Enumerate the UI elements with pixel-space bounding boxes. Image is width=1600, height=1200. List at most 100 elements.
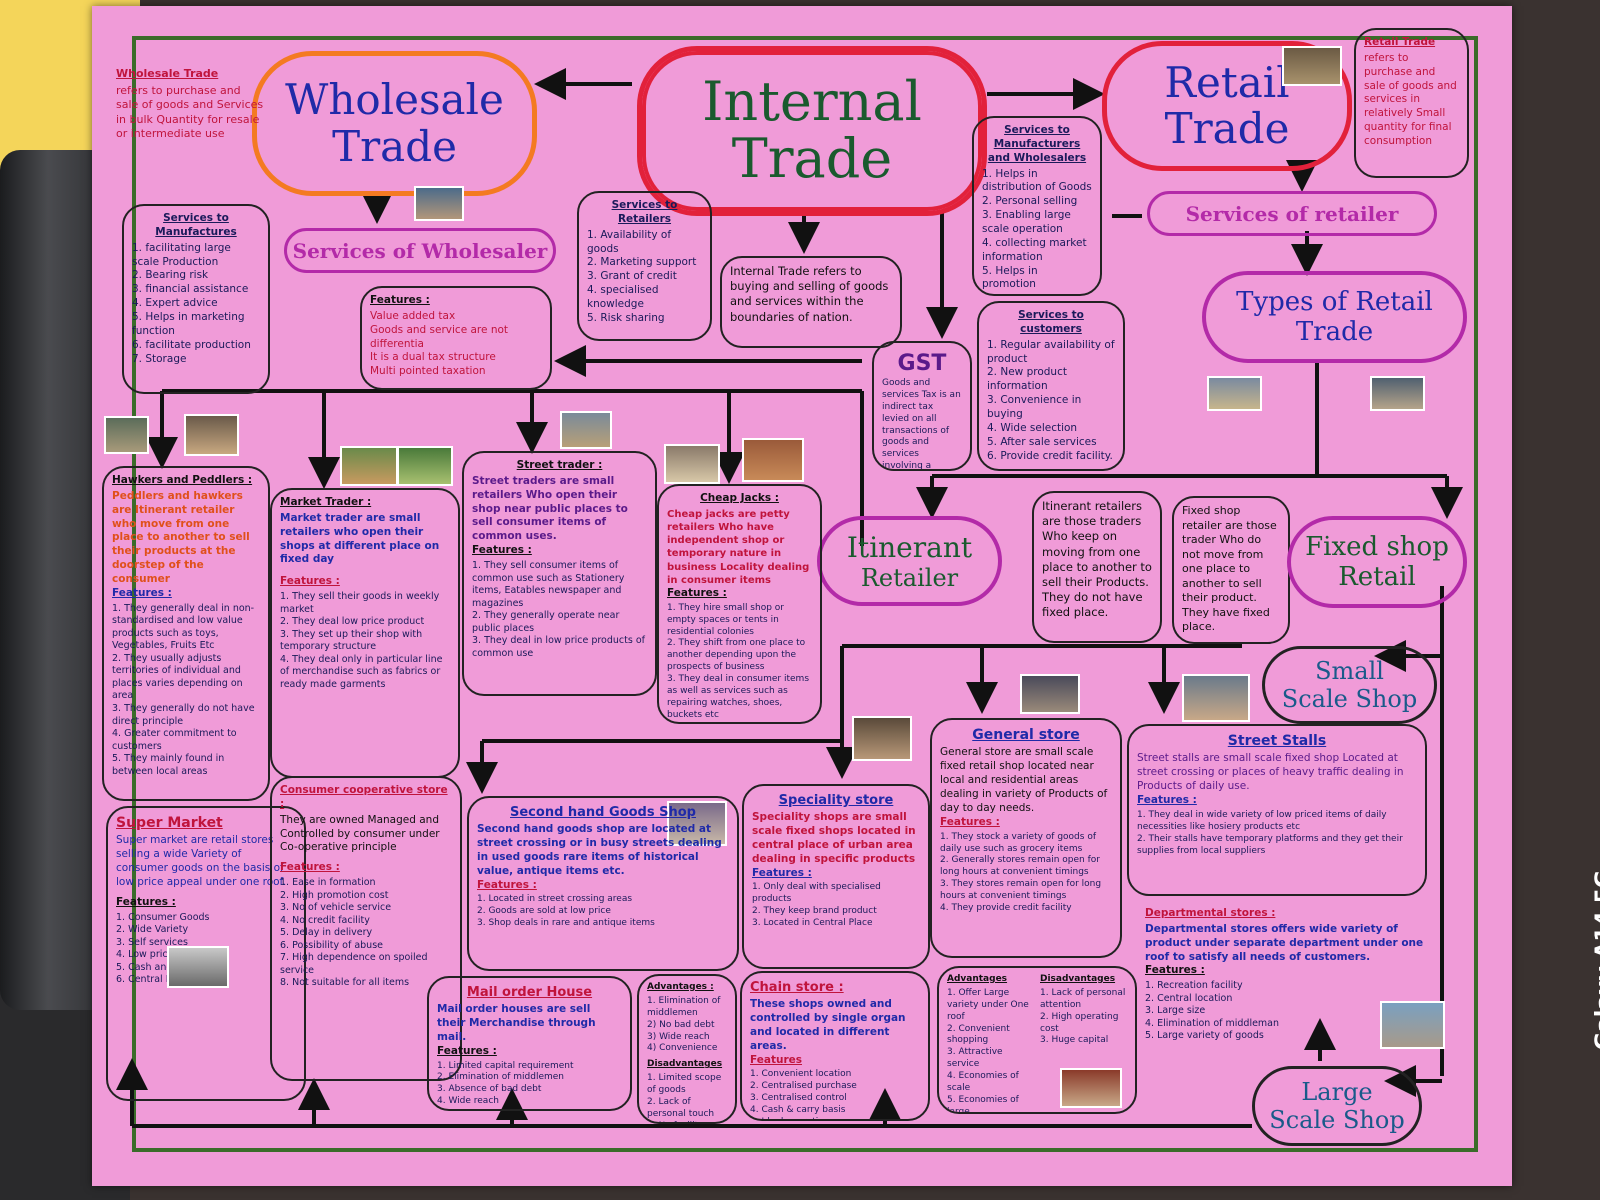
list-item: 4. Expert advice (132, 297, 218, 310)
general-photo (1020, 674, 1080, 714)
list-item: 5. Delay in delivery (280, 927, 373, 939)
list-item: 4. They deal only in particular line of … (280, 653, 443, 690)
list-item: 2. Generally stores remain open for long… (940, 855, 1101, 878)
cheap-def: Cheap jacks are petty retailers Who have… (667, 508, 810, 586)
list-item: 6. Central Location (116, 974, 206, 986)
cheap-features-title: Features : (667, 586, 727, 599)
market-photo-1 (340, 446, 398, 486)
list-item: Goods and service are not differentia (370, 323, 509, 350)
maildis-title: Disadvantages (647, 1059, 723, 1070)
list-item: 4. Elimination of middleman (1145, 1017, 1280, 1029)
list-item: 1. Limited capital requirement (437, 1060, 574, 1071)
list-item: 3. Located in Central Place (752, 918, 873, 929)
list-item: 3. They deal in consumer items as well a… (667, 674, 810, 720)
list-item: 4. Economies of scale (947, 1071, 1019, 1093)
gst-title: GST (897, 351, 947, 376)
fixed-line2: Retail (1338, 562, 1416, 592)
list-item: 5. Helps in marketing function (132, 311, 245, 337)
mail-title: Mail order House (466, 985, 593, 1000)
wholesale-def-text: refers to purchase and sale of goods and… (116, 83, 264, 141)
itinerant-line1: Itinerant (846, 530, 973, 564)
retail-definition: Retail Trade refers to purchase and sale… (1354, 28, 1469, 178)
services-to-retailers: Services to Retailers 1. Availability of… (577, 191, 712, 341)
chain-title: Chain store : (750, 980, 844, 995)
list-item: 7. Storage (132, 352, 187, 365)
list-item: It is a dual tax structure (370, 351, 496, 364)
list-item: 6. Possibility of abuse (280, 939, 383, 951)
street-title: Street trader : (516, 459, 603, 471)
list-item: 5. Helps in promotion (982, 264, 1038, 291)
list-item: 4. specialised knowledge (587, 284, 659, 311)
list-item: 1. Convenient location (750, 1069, 852, 1080)
internal-trade-line1: Internal (702, 70, 922, 134)
chain-adv-disadv: Advantages 1. Offer Large variety under … (937, 966, 1137, 1114)
list-item: 3. Centralised control (750, 1093, 847, 1104)
list-item: 2. Central location (1145, 992, 1233, 1004)
stall-photo (1182, 674, 1250, 722)
small-line2: Scale Shop (1281, 685, 1418, 713)
general-list: 1. They stock a variety of goods of dail… (940, 832, 1112, 915)
list-item: 3. They deal in low price products of co… (472, 635, 645, 659)
fixed-shop-definition: Fixed shop retailer are those trader Who… (1172, 496, 1290, 644)
list-item: 2. High operating cost (1040, 1011, 1119, 1034)
gst-box: GST Goods and services Tax is an indirec… (872, 341, 972, 471)
stalls-features-title: Features : (1137, 794, 1197, 807)
services-to-manufacturers-wholesalers: Services to Manufacturers and Wholesaler… (972, 116, 1102, 296)
services-of-wholesaler: Services of Wholesaler (284, 228, 556, 273)
secondhand-photo (667, 801, 727, 846)
large-scale-shop: Large Scale Shop (1252, 1066, 1422, 1146)
speciality-title: Speciality store (778, 793, 894, 808)
street-trader: Street trader : Street traders are small… (462, 451, 657, 696)
list-item: 2) No bad debt (647, 1019, 715, 1030)
list-item: 3. Convenience in buying (987, 394, 1082, 421)
secondhand-features-title: Features : (477, 878, 537, 891)
super-features-title: Features : (116, 895, 176, 908)
list-item: 2. They deal low price product (280, 616, 425, 628)
street-stalls: Street Stalls Street stalls are small sc… (1127, 724, 1427, 896)
speciality-def: Speciality shops are small scale fixed s… (752, 811, 916, 865)
dept-features-title: Features : (1145, 964, 1205, 977)
itinerant-definition: Itinerant retailers are those traders Wh… (1032, 491, 1162, 643)
list-item: 5. Ideal operation (750, 1117, 920, 1119)
list-item: 3. No facility (647, 1121, 727, 1122)
coop-def: They are owned Managed and Controlled by… (280, 813, 440, 854)
list-item: 1. They generally deal in non-standardis… (112, 602, 255, 652)
coop-title: Consumer cooperative store : (280, 784, 448, 810)
speciality-store: Speciality store Speciality shops are sm… (742, 784, 930, 969)
coop-features-title: Features : (280, 861, 340, 874)
cheapjack-photo-2 (742, 438, 804, 482)
types-photo-1 (1207, 376, 1262, 411)
list-item: 2. Bearing risk (132, 269, 209, 282)
list-item: 1. Helps in distribution of Goods (982, 167, 1092, 194)
itinerant-retailer: Itinerant Retailer (817, 516, 1002, 606)
list-item: 3. Self services (116, 936, 188, 948)
list-item: 5. Large variety of goods (1145, 1030, 1264, 1042)
list-item: 2. Lack of personal touch (647, 1096, 715, 1119)
small-scale-shop: Small Scale Shop (1262, 646, 1437, 724)
dept-def: Departmental stores offers wide variety … (1145, 922, 1424, 963)
list-item: 7. High dependence on spoiled service (280, 952, 428, 976)
internal-def-text: Internal Trade refers to buying and sell… (730, 264, 889, 324)
services-of-retailer: Services of retailer (1147, 191, 1437, 236)
street-photo (560, 411, 612, 449)
market-trader: Market Trader : Market trader are small … (270, 488, 460, 778)
mail-features-title: Features : (437, 1044, 497, 1057)
list-item: 3) Wide reach (647, 1031, 710, 1042)
fixed-line1: Fixed shop (1305, 532, 1449, 562)
stalls-def: Street stalls are small scale fixed shop… (1137, 752, 1404, 793)
fixed-def: Fixed shop retailer are those trader Who… (1182, 504, 1277, 634)
list-item: 1. facilitating large scale Production (132, 241, 231, 268)
general-features-title: Features : (940, 815, 1000, 828)
chain-def: These shops owned and controlled by sing… (750, 998, 906, 1052)
types-of-retail-trade: Types of Retail Trade (1202, 271, 1467, 363)
fixed-shop-retail: Fixed shop Retail (1287, 516, 1467, 608)
hawker-photo-1 (104, 416, 149, 454)
list-item: 1. Offer Large variety under One roof (947, 987, 1029, 1022)
mail-order-adv-disadv: Advantages : 1. Elimination of middlemen… (637, 974, 737, 1124)
